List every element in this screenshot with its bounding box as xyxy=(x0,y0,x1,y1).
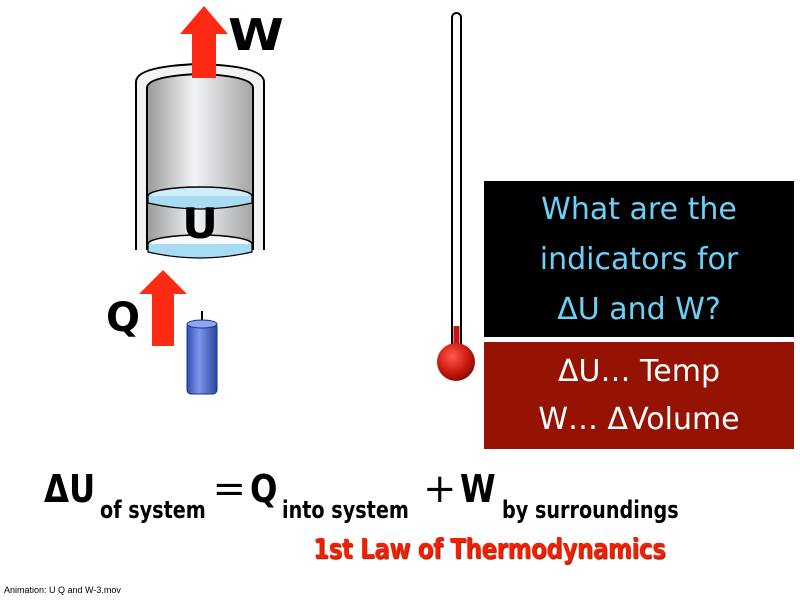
question-box: What are the indicators for ΔU and W? xyxy=(484,181,794,337)
first-law-equation: ΔU of system = Q into system + W by surr… xyxy=(44,468,723,528)
heat-arrow-icon xyxy=(139,270,187,346)
animation-caption: Animation: U Q and W-3.mov xyxy=(4,585,121,595)
eq-w-sub: by surroundings xyxy=(502,496,680,524)
internal-energy-label: U xyxy=(182,199,218,248)
law-title: 1st Law of Thermodynamics xyxy=(313,532,666,565)
question-line: What are the xyxy=(541,192,737,227)
thermometer-icon xyxy=(437,12,475,381)
eq-w: W xyxy=(460,467,497,511)
eq-equals: = xyxy=(212,466,247,512)
question-line: indicators for xyxy=(539,242,739,277)
answer-line: W… ΔVolume xyxy=(538,402,740,437)
cylinder-icon xyxy=(135,62,265,259)
eq-lhs-sub: of system xyxy=(100,496,207,524)
candle-icon xyxy=(186,311,218,395)
eq-plus: + xyxy=(422,466,457,512)
question-line: ΔU and W? xyxy=(557,292,721,327)
work-arrow-icon xyxy=(180,6,228,78)
work-label: W xyxy=(228,10,284,61)
heat-label: Q xyxy=(106,295,141,341)
eq-lhs: ΔU xyxy=(44,467,96,511)
answer-box: ΔU… Temp W… ΔVolume xyxy=(484,342,794,449)
eq-q: Q xyxy=(250,467,278,511)
eq-q-sub: into system xyxy=(282,496,410,524)
answer-line: ΔU… Temp xyxy=(558,354,720,389)
